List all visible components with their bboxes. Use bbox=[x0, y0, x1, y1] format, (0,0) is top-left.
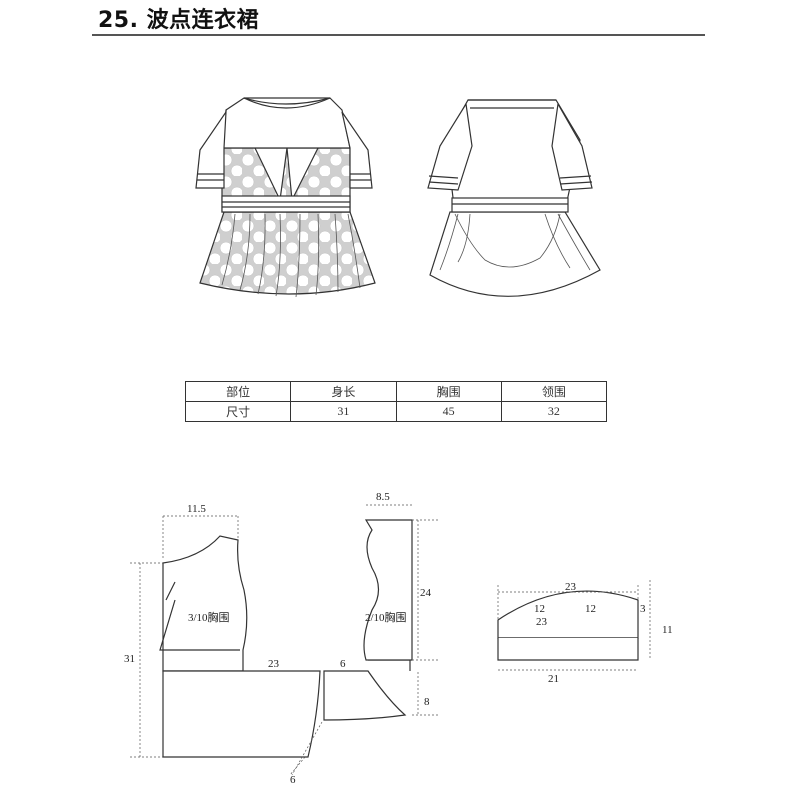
dress-front-view bbox=[195, 97, 376, 298]
collar-curve-left-label: 12 bbox=[534, 603, 545, 615]
sleeve-chest-label: 2/10胸围 bbox=[365, 610, 407, 624]
body-chest-label: 3/10胸围 bbox=[188, 610, 230, 624]
skirt-flare-label: 6 bbox=[290, 774, 296, 786]
collar-top-width-label: 23 bbox=[565, 581, 577, 593]
page-title: 25. 波点连衣裙 bbox=[98, 8, 260, 33]
table-cell: 31 bbox=[290, 401, 397, 422]
table-header-cell: 部位 bbox=[184, 381, 292, 402]
table-header-cell: 身长 bbox=[290, 381, 397, 402]
table-cell: 32 bbox=[500, 401, 608, 422]
title-divider bbox=[92, 34, 705, 36]
size-table: 部位 身长 胸围 领围 尺寸 31 45 32 bbox=[184, 381, 608, 422]
collar-total-height-label: 11 bbox=[662, 624, 673, 636]
collar-side-height-label: 3 bbox=[640, 603, 646, 615]
front-skirt bbox=[199, 211, 376, 295]
table-cell: 45 bbox=[395, 401, 502, 422]
dress-back-view bbox=[427, 99, 601, 297]
collar-bottom-width-label: 21 bbox=[548, 673, 559, 685]
table-row-label: 尺寸 bbox=[184, 401, 292, 422]
body-length-label: 31 bbox=[124, 653, 135, 665]
body-width-label: 23 bbox=[268, 658, 280, 670]
body-pattern-piece bbox=[159, 519, 413, 758]
body-shoulder-width-label: 11.5 bbox=[187, 503, 206, 515]
back-skirt bbox=[429, 211, 601, 297]
sleeve-top-width-label: 8.5 bbox=[376, 491, 390, 503]
table-header-cell: 胸围 bbox=[395, 381, 502, 402]
skirt-length-label: 8 bbox=[424, 696, 430, 708]
table-row: 尺寸 31 45 32 bbox=[184, 401, 608, 422]
collar-curve-right-label: 12 bbox=[585, 603, 596, 615]
table-header-row: 部位 身长 胸围 领围 bbox=[184, 381, 608, 402]
collar-inner-width-label: 23 bbox=[536, 616, 548, 628]
dimension-lines bbox=[130, 504, 440, 776]
table-header-cell: 领围 bbox=[500, 381, 608, 402]
sleeve-bottom-width-label: 6 bbox=[340, 658, 346, 670]
collar-pattern-piece bbox=[497, 590, 639, 661]
sleeve-length-label: 24 bbox=[420, 587, 432, 599]
